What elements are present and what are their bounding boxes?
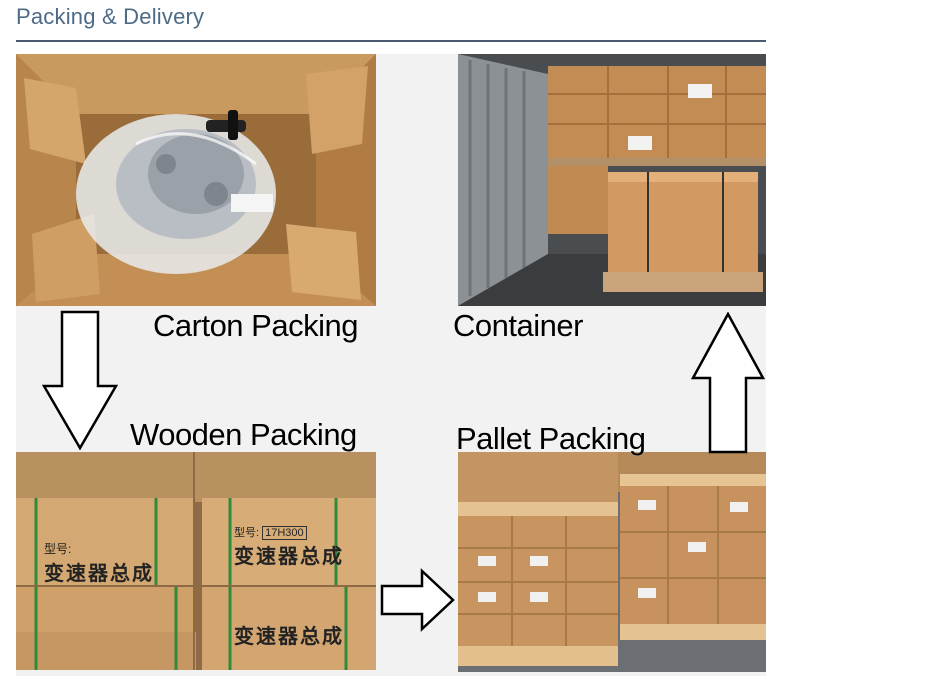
packing-flow-diagram: 型号: 变速器总成 型号: 17H300 变速器总成 变速器总成 [16,54,766,676]
pallet-packing-photo [458,452,766,672]
crate-model-prefix-right: 型号: [234,527,260,539]
carton-packing-label: Carton Packing [153,308,358,343]
crate-product-name: 变速器总成 [44,563,154,585]
carton-packing-photo [16,54,376,306]
crate-mark-lower: 变速器总成 [234,620,344,649]
crate-product-name-right: 变速器总成 [234,546,344,568]
pallet-packing-label: Pallet Packing [456,421,646,456]
arrow-up-icon [690,312,766,454]
section-title: Packing & Delivery [16,4,205,29]
container-label: Container [453,308,583,343]
crate-mark-right: 型号: 17H300 变速器总成 [234,524,344,569]
crate-product-name-lower: 变速器总成 [234,626,344,648]
wooden-packing-photo: 型号: 变速器总成 型号: 17H300 变速器总成 变速器总成 [16,452,376,670]
crate-mark-left: 型号: 变速器总成 [44,540,154,586]
container-photo [458,54,766,306]
arrow-down-icon [42,310,119,451]
crate-model-code: 17H300 [262,526,307,540]
wooden-packing-label: Wooden Packing [130,417,357,452]
crate-model-prefix: 型号: [44,542,72,556]
arrow-right-icon [380,568,455,632]
section-divider [16,40,766,42]
